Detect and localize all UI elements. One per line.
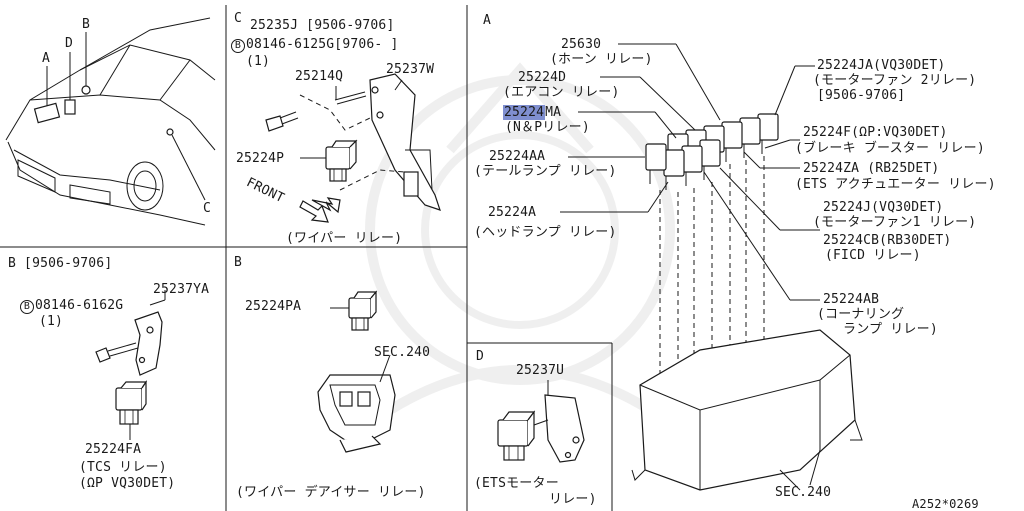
part-number-25237W: 25237W [386, 62, 435, 77]
bolt-number-c: 08146-6125G[9706- ] [246, 37, 399, 52]
tcs-relay-model: (ΩP VQ30DET) [79, 476, 176, 491]
relay-25224P [325, 139, 358, 182]
part-name-cornering-lamp-relay-2: ランプ リレー) [843, 322, 938, 337]
panel-c-caption: (ワイパー リレー) [286, 231, 403, 246]
part-name-np-relay: (N＆Pリレー) [505, 120, 590, 135]
wiper-relay-bracket [265, 73, 441, 211]
part-name-headlamp-relay: (ヘッドランプ リレー) [474, 225, 617, 240]
panel-c-bracket-number: 25235J [9506-9706] [250, 18, 395, 33]
relay-cluster [645, 113, 779, 405]
highlighted-part-number: 25224 [503, 105, 546, 120]
panel-a-letter: A [483, 13, 492, 28]
car-callout-d: D [65, 36, 74, 51]
part-number-suffix: MA [545, 105, 562, 120]
section-ref-a: SEC.240 [775, 485, 832, 500]
part-name-ficd-relay: (FICD リレー) [825, 248, 921, 263]
panel-b-mid-letter: B [234, 255, 243, 270]
part-name-fan1-relay: (モーターファン1 リレー) [813, 215, 977, 230]
bolt-circle-icon: B [231, 39, 245, 53]
part-number-ets-actuator-relay: 25224ZA (RB25DET) [803, 161, 940, 176]
tcs-relay-caption: (TCS リレー) [79, 460, 167, 475]
leader-lines [300, 43, 820, 491]
part-name-cornering-lamp-relay: (コーナリング [817, 307, 905, 322]
panel-b-left-qty: (1) [39, 314, 64, 329]
ets-motor-relay-caption-2: リレー) [549, 492, 597, 507]
part-date-fan2-relay: [9506-9706] [817, 88, 906, 103]
part-number-brake-booster-relay: 25224F(ΩP:VQ30DET) [803, 125, 948, 140]
part-number-25224FA: 25224FA [85, 442, 142, 457]
part-number-25237YA: 25237YA [153, 282, 210, 297]
watermark-crest-icon [365, 62, 675, 415]
panel-c-qty: (1) [246, 54, 271, 69]
part-name-ets-actuator-relay: (ETS アクチュエーター リレー) [795, 177, 996, 192]
part-number-25237U: 25237U [516, 363, 565, 378]
panel-c-letter: C [234, 11, 243, 26]
part-number-tail-lamp-relay: 25224AA [489, 149, 546, 164]
part-number-25214Q: 25214Q [295, 69, 344, 84]
figure-code: A252*0269 [912, 497, 979, 511]
panel-b-mid-caption: (ワイパー デアイサー リレー) [236, 485, 426, 500]
part-name-horn-relay: (ホーン リレー) [550, 52, 653, 67]
car-illustration [5, 17, 216, 226]
part-name-ac-relay: (エアコン リレー) [503, 85, 620, 100]
part-number-np-relay: 25224MA [503, 105, 562, 120]
part-number-fan1-relay: 25224J(VQ30DET) [823, 200, 944, 215]
part-name-tail-lamp-relay: (テールランプ リレー) [474, 164, 617, 179]
part-number-cornering-lamp-relay: 25224AB [823, 292, 880, 307]
section-ref-b: SEC.240 [374, 345, 431, 360]
bolt-circle-icon: B [20, 300, 34, 314]
tcs-relay-bracket [95, 290, 166, 440]
part-number-fan2-relay: 25224JA(VQ30DET) [817, 58, 946, 73]
car-callout-a: A [42, 51, 51, 66]
car-callout-b: B [82, 17, 91, 32]
fuse-block-housing [631, 329, 863, 491]
ets-motor-relay-caption: (ETSモーター [474, 476, 559, 491]
panel-dividers [0, 5, 613, 511]
part-number-ac-relay: 25224D [518, 70, 567, 85]
part-number-25224P: 25224P [236, 151, 285, 166]
part-name-brake-booster-relay: (ブレーキ ブースター リレー) [795, 141, 985, 156]
ets-motor-relay [497, 380, 585, 463]
panel-b-left-title: B [9506-9706] [8, 256, 113, 271]
front-arrow [299, 197, 341, 223]
part-name-fan2-relay: (モーターファン 2リレー) [813, 73, 977, 88]
deicer-relay-assembly [317, 290, 396, 453]
part-number-headlamp-relay: 25224A [488, 205, 537, 220]
part-number-ficd-relay: 25224CB(RB30DET) [823, 233, 952, 248]
bolt-number-b: 08146-6162G [35, 298, 124, 313]
car-callout-c: C [203, 201, 212, 216]
panel-d-letter: D [476, 349, 485, 364]
part-number-horn-relay: 25630 [561, 37, 602, 52]
part-number-25224PA: 25224PA [245, 299, 302, 314]
